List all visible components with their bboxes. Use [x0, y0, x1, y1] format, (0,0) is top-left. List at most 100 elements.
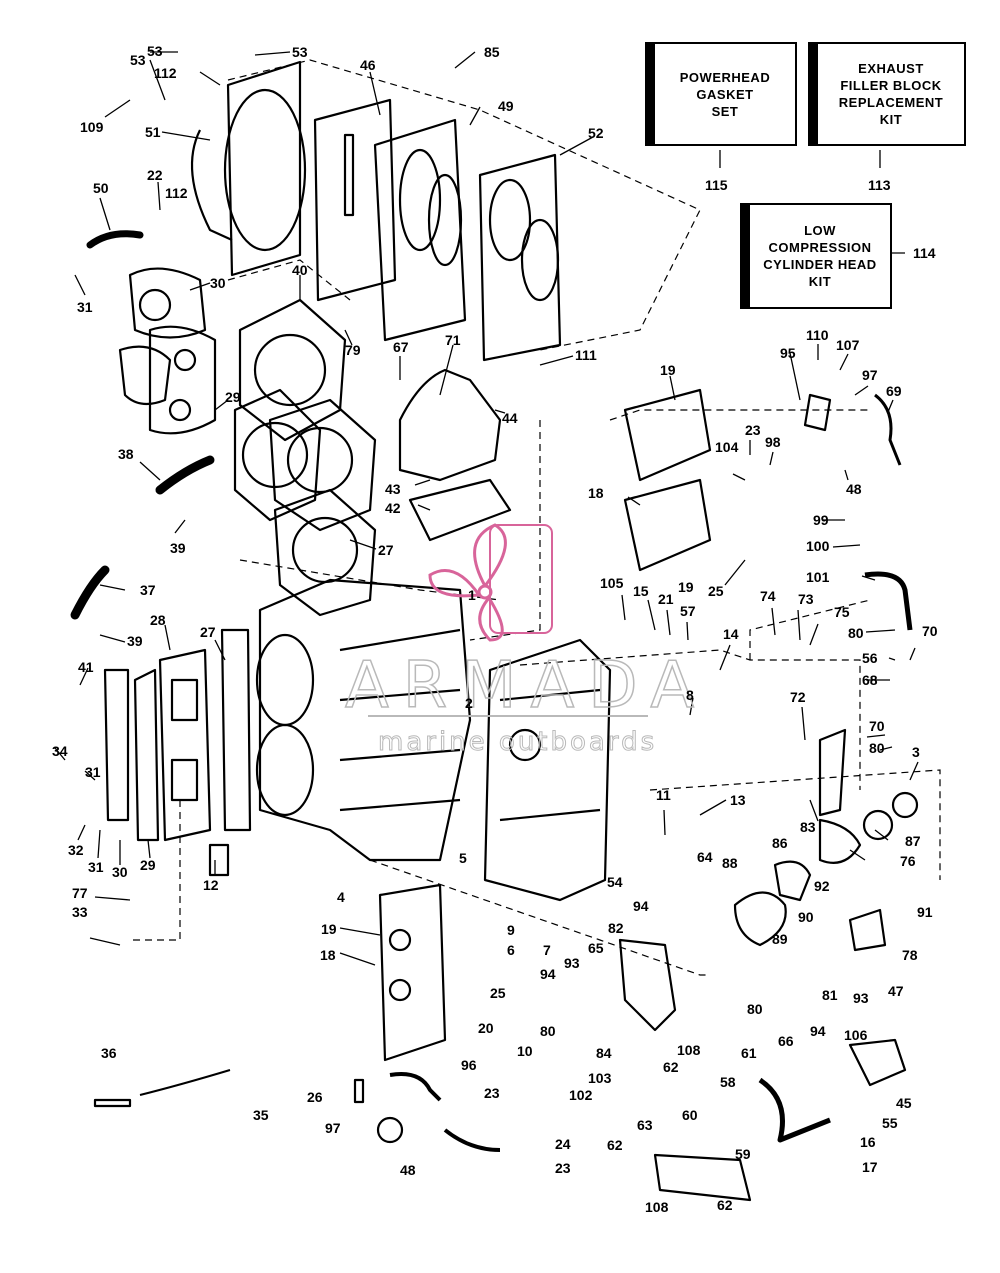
callout-87: 87 [905, 833, 921, 849]
callout-89: 89 [772, 931, 788, 947]
callout-15: 15 [633, 583, 649, 599]
callout-14: 14 [723, 626, 739, 642]
callout-51: 51 [145, 124, 161, 140]
callout-18: 18 [588, 485, 604, 501]
callout-94: 94 [540, 966, 556, 982]
watermark-propeller-icon [428, 523, 507, 642]
callout-45: 45 [896, 1095, 912, 1111]
callout-1: 1 [468, 587, 476, 603]
callout-80: 80 [747, 1001, 763, 1017]
callout-94: 94 [810, 1023, 826, 1039]
callout-23: 23 [745, 422, 761, 438]
part-illustrations [70, 60, 919, 1202]
callout-70: 70 [869, 718, 885, 734]
callout-22: 22 [147, 167, 163, 183]
callout-63: 63 [637, 1117, 653, 1133]
callout-101: 101 [806, 569, 830, 585]
callout-18: 18 [320, 947, 336, 963]
exhaust-filler-kit-box: EXHAUST FILLER BLOCK REPLACEMENT KIT [808, 42, 966, 146]
callout-77: 77 [72, 885, 88, 901]
callout-96: 96 [461, 1057, 477, 1073]
callout-42: 42 [385, 500, 401, 516]
callout-40: 40 [292, 262, 308, 278]
callout-21: 21 [658, 591, 674, 607]
callout-11: 11 [656, 787, 671, 803]
callout-35: 35 [253, 1107, 269, 1123]
callout-60: 60 [682, 1107, 698, 1123]
callout-80: 80 [540, 1023, 556, 1039]
callout-46: 46 [360, 57, 376, 73]
callout-86: 86 [772, 835, 788, 851]
callout-23: 23 [484, 1085, 500, 1101]
callout-19: 19 [321, 921, 337, 937]
low-compression-kit-box: LOW COMPRESSION CYLINDER HEAD KIT [740, 203, 892, 309]
callout-70: 70 [922, 623, 938, 639]
watermark-brand: ARMADA [345, 649, 708, 723]
callout-39: 39 [127, 633, 143, 649]
callout-55: 55 [882, 1115, 898, 1131]
callout-88: 88 [722, 855, 738, 871]
exhaust-filler-kit-label: EXHAUST FILLER BLOCK REPLACEMENT KIT [816, 42, 966, 146]
callout-73: 73 [798, 591, 814, 607]
callout-90: 90 [798, 909, 814, 925]
callout-97: 97 [325, 1120, 341, 1136]
callout-53: 53 [292, 44, 308, 60]
callout-39: 39 [170, 540, 186, 556]
low-compression-kit-label: LOW COMPRESSION CYLINDER HEAD KIT [748, 203, 892, 309]
callout-80: 80 [848, 625, 864, 641]
callout-27: 27 [378, 542, 394, 558]
callout-97: 97 [862, 367, 878, 383]
callout-25: 25 [708, 583, 724, 599]
callout-9: 9 [507, 922, 515, 938]
callout-53: 53 [147, 43, 163, 59]
callout-78: 78 [902, 947, 918, 963]
callout-20: 20 [478, 1020, 494, 1036]
callout-112: 112 [154, 65, 177, 81]
watermark-tagline: marine outboards [378, 727, 657, 757]
callout-33: 33 [72, 904, 88, 920]
callout-71: 71 [445, 332, 461, 348]
callout-19: 19 [660, 362, 676, 378]
callout-107: 107 [836, 337, 860, 353]
callout-66: 66 [778, 1033, 794, 1049]
callout-52: 52 [588, 125, 604, 141]
callout-36: 36 [101, 1045, 117, 1061]
callout-25: 25 [490, 985, 506, 1001]
powerhead-gasket-kit-label: POWERHEAD GASKET SET [653, 42, 797, 146]
callout-94: 94 [633, 898, 649, 914]
callout-37: 37 [140, 582, 156, 598]
callout-17: 17 [862, 1159, 878, 1175]
callout-30: 30 [112, 864, 128, 880]
callout-65: 65 [588, 940, 604, 956]
powerhead-gasket-kit-box: POWERHEAD GASKET SET [645, 42, 797, 146]
callout-84: 84 [596, 1045, 612, 1061]
callout-50: 50 [93, 180, 109, 196]
callout-115: 115 [705, 177, 728, 193]
callout-113: 113 [868, 177, 891, 193]
callout-62: 62 [717, 1197, 733, 1213]
callout-103: 103 [588, 1070, 612, 1086]
callout-79: 79 [345, 342, 361, 358]
callout-31: 31 [77, 299, 93, 315]
callout-109: 109 [80, 119, 104, 135]
callout-49: 49 [498, 98, 514, 114]
callout-105: 105 [600, 575, 624, 591]
callout-114: 114 [913, 245, 936, 261]
callout-23: 23 [555, 1160, 571, 1176]
callout-30: 30 [210, 275, 226, 291]
callout-53: 53 [130, 52, 146, 68]
callout-29: 29 [140, 857, 156, 873]
callout-56: 56 [862, 650, 878, 666]
callout-31: 31 [88, 859, 104, 875]
callout-29: 29 [225, 389, 241, 405]
callout-67: 67 [393, 339, 409, 355]
callout-labels: 53 53 53 112 112 109 51 46 85 49 52 115 … [52, 43, 938, 1215]
callout-28: 28 [150, 612, 166, 628]
callout-68: 68 [862, 672, 878, 688]
callout-48: 48 [846, 481, 862, 497]
callout-31: 31 [85, 764, 101, 780]
watermark: ARMADA marine outboards [344, 523, 708, 758]
callout-108: 108 [645, 1199, 669, 1215]
callout-62: 62 [607, 1137, 623, 1153]
